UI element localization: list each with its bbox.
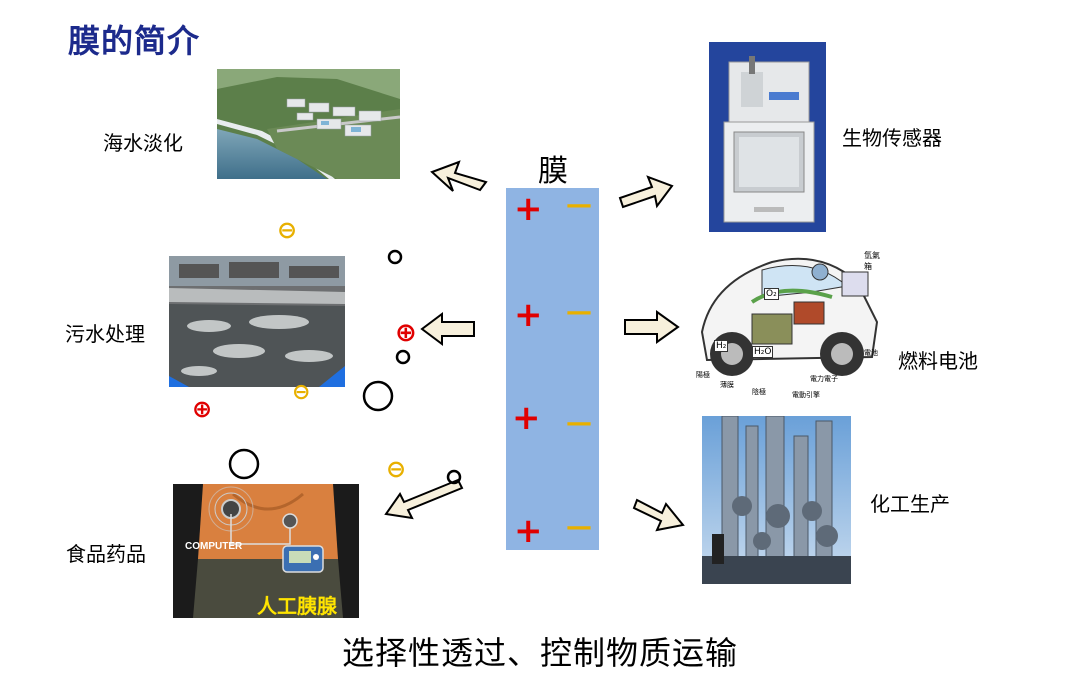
- negative-ion-icon: ⊖: [277, 216, 298, 244]
- desalination-photo: [217, 69, 400, 179]
- callout-h2: H₂: [714, 340, 729, 352]
- arrow-to-food-medicine: [384, 478, 464, 520]
- plus-sign: +: [512, 398, 541, 438]
- membrane-bar: [506, 188, 599, 550]
- particle-small: [446, 469, 462, 485]
- positive-ion-icon: ⊕: [192, 395, 213, 423]
- plus-sign: +: [514, 189, 543, 229]
- insulin-pump-photo: COMPUTER 人工胰腺: [173, 484, 359, 618]
- page-title: 膜的简介: [68, 22, 201, 60]
- callout-o2: O₂: [764, 288, 779, 300]
- negative-ion-icon: ⊖: [292, 380, 311, 405]
- insulin-caption: 人工胰腺: [257, 594, 337, 618]
- arrow-to-desalination: [430, 160, 488, 192]
- callout-h2o: H₂O: [752, 346, 774, 358]
- label-biosensor: 生物传感器: [842, 126, 942, 150]
- label-fuel-cell: 燃料电池: [898, 349, 978, 373]
- callout-anode: 陽極: [696, 371, 710, 379]
- label-chemical: 化工生产: [870, 492, 950, 516]
- callout-cathode: 陰極: [752, 388, 766, 396]
- particle-large: [362, 380, 394, 412]
- minus-sign: —: [566, 512, 592, 542]
- callout-membrane: 薄膜: [720, 381, 734, 389]
- callout-tank: 氫氣箱: [864, 251, 880, 271]
- minus-sign: —: [566, 297, 592, 327]
- positive-ion-icon: ⊕: [395, 318, 417, 348]
- biosensor-photo: [709, 42, 826, 232]
- label-wastewater: 污水处理: [65, 322, 145, 346]
- callout-motor: 電動引擎: [792, 391, 820, 399]
- particle-small: [395, 349, 411, 365]
- minus-sign: —: [566, 408, 592, 438]
- arrow-to-fuel-cell: [624, 310, 680, 344]
- plus-sign: +: [514, 295, 543, 335]
- chemical-plant-photo: [702, 416, 851, 584]
- arrow-to-chemical: [632, 498, 685, 532]
- arrow-to-biosensor: [618, 175, 674, 209]
- computer-label: COMPUTER: [185, 541, 243, 552]
- particle-large: [228, 448, 260, 480]
- label-desalination: 海水淡化: [103, 131, 183, 155]
- minus-sign: —: [566, 190, 592, 220]
- arrow-to-wastewater: [420, 312, 475, 346]
- label-food-medicine: 食品药品: [66, 542, 146, 566]
- fuel-cell-car-diagram: 氫氣箱 O₂ H₂ H₂O 陽極 薄膜 陰極 電動引擎 電力電子 電池: [692, 242, 882, 402]
- callout-electron: 電力電子: [810, 375, 838, 383]
- particle-small: [387, 249, 403, 265]
- membrane-label: 膜: [538, 154, 568, 189]
- plus-sign: +: [514, 511, 543, 551]
- summary-text: 选择性透过、控制物质运输: [341, 634, 738, 672]
- negative-ion-icon: ⊖: [386, 455, 407, 483]
- callout-battery: 電池: [864, 349, 878, 357]
- wastewater-photo: [169, 256, 345, 387]
